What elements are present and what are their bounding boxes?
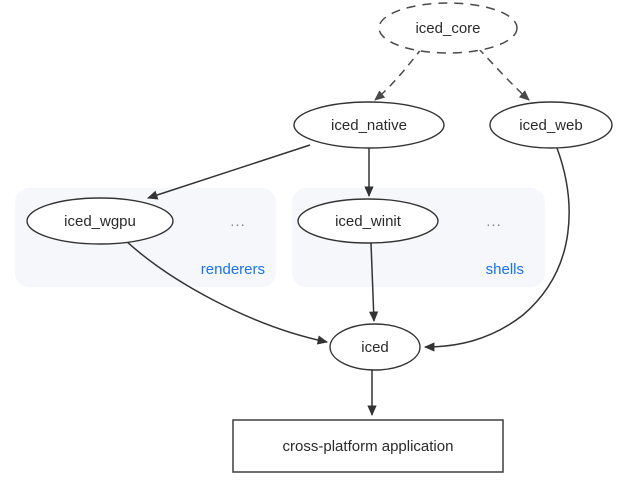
node-iced-core-shape bbox=[378, 2, 518, 54]
node-iced-wgpu-label: iced_wgpu bbox=[64, 213, 136, 230]
node-iced-shape bbox=[329, 323, 421, 371]
node-iced-native[interactable]: iced_native bbox=[293, 101, 445, 149]
node-iced-web-shape bbox=[489, 101, 613, 149]
node-application-shape bbox=[232, 419, 504, 473]
group-label-renderers: renderers bbox=[201, 261, 265, 278]
node-iced-wgpu-shape bbox=[26, 197, 174, 245]
node-iced-wgpu[interactable]: iced_wgpu bbox=[26, 197, 174, 245]
edge-iced-core-to-iced-web bbox=[477, 47, 530, 101]
node-application-label: cross-platform application bbox=[283, 438, 454, 455]
renderers-ellipsis: ... bbox=[230, 213, 246, 230]
node-iced[interactable]: iced bbox=[329, 323, 421, 371]
node-iced-native-label: iced_native bbox=[331, 117, 407, 134]
node-iced-native-shape bbox=[293, 101, 445, 149]
shells-ellipsis: ... bbox=[486, 213, 502, 230]
edge-iced-native-to-iced-wgpu bbox=[147, 144, 311, 200]
node-iced-winit-shape bbox=[297, 198, 439, 244]
node-iced-label: iced bbox=[361, 339, 389, 356]
node-iced-core-label: iced_core bbox=[415, 20, 480, 37]
node-application[interactable]: cross-platform application bbox=[232, 419, 504, 473]
node-iced-winit-label: iced_winit bbox=[335, 213, 402, 230]
edge-iced-winit-to-iced bbox=[369, 242, 379, 323]
edge-iced-web-to-iced bbox=[423, 147, 570, 352]
node-iced-web-label: iced_web bbox=[519, 117, 582, 134]
edge-iced-wgpu-to-iced bbox=[125, 240, 329, 345]
edge-iced-core-to-iced-native bbox=[374, 47, 423, 101]
node-iced-core[interactable]: iced_core bbox=[378, 2, 518, 54]
node-iced-winit[interactable]: iced_winit bbox=[297, 198, 439, 244]
node-iced-web[interactable]: iced_web bbox=[489, 101, 613, 149]
group-label-shells: shells bbox=[486, 261, 524, 278]
